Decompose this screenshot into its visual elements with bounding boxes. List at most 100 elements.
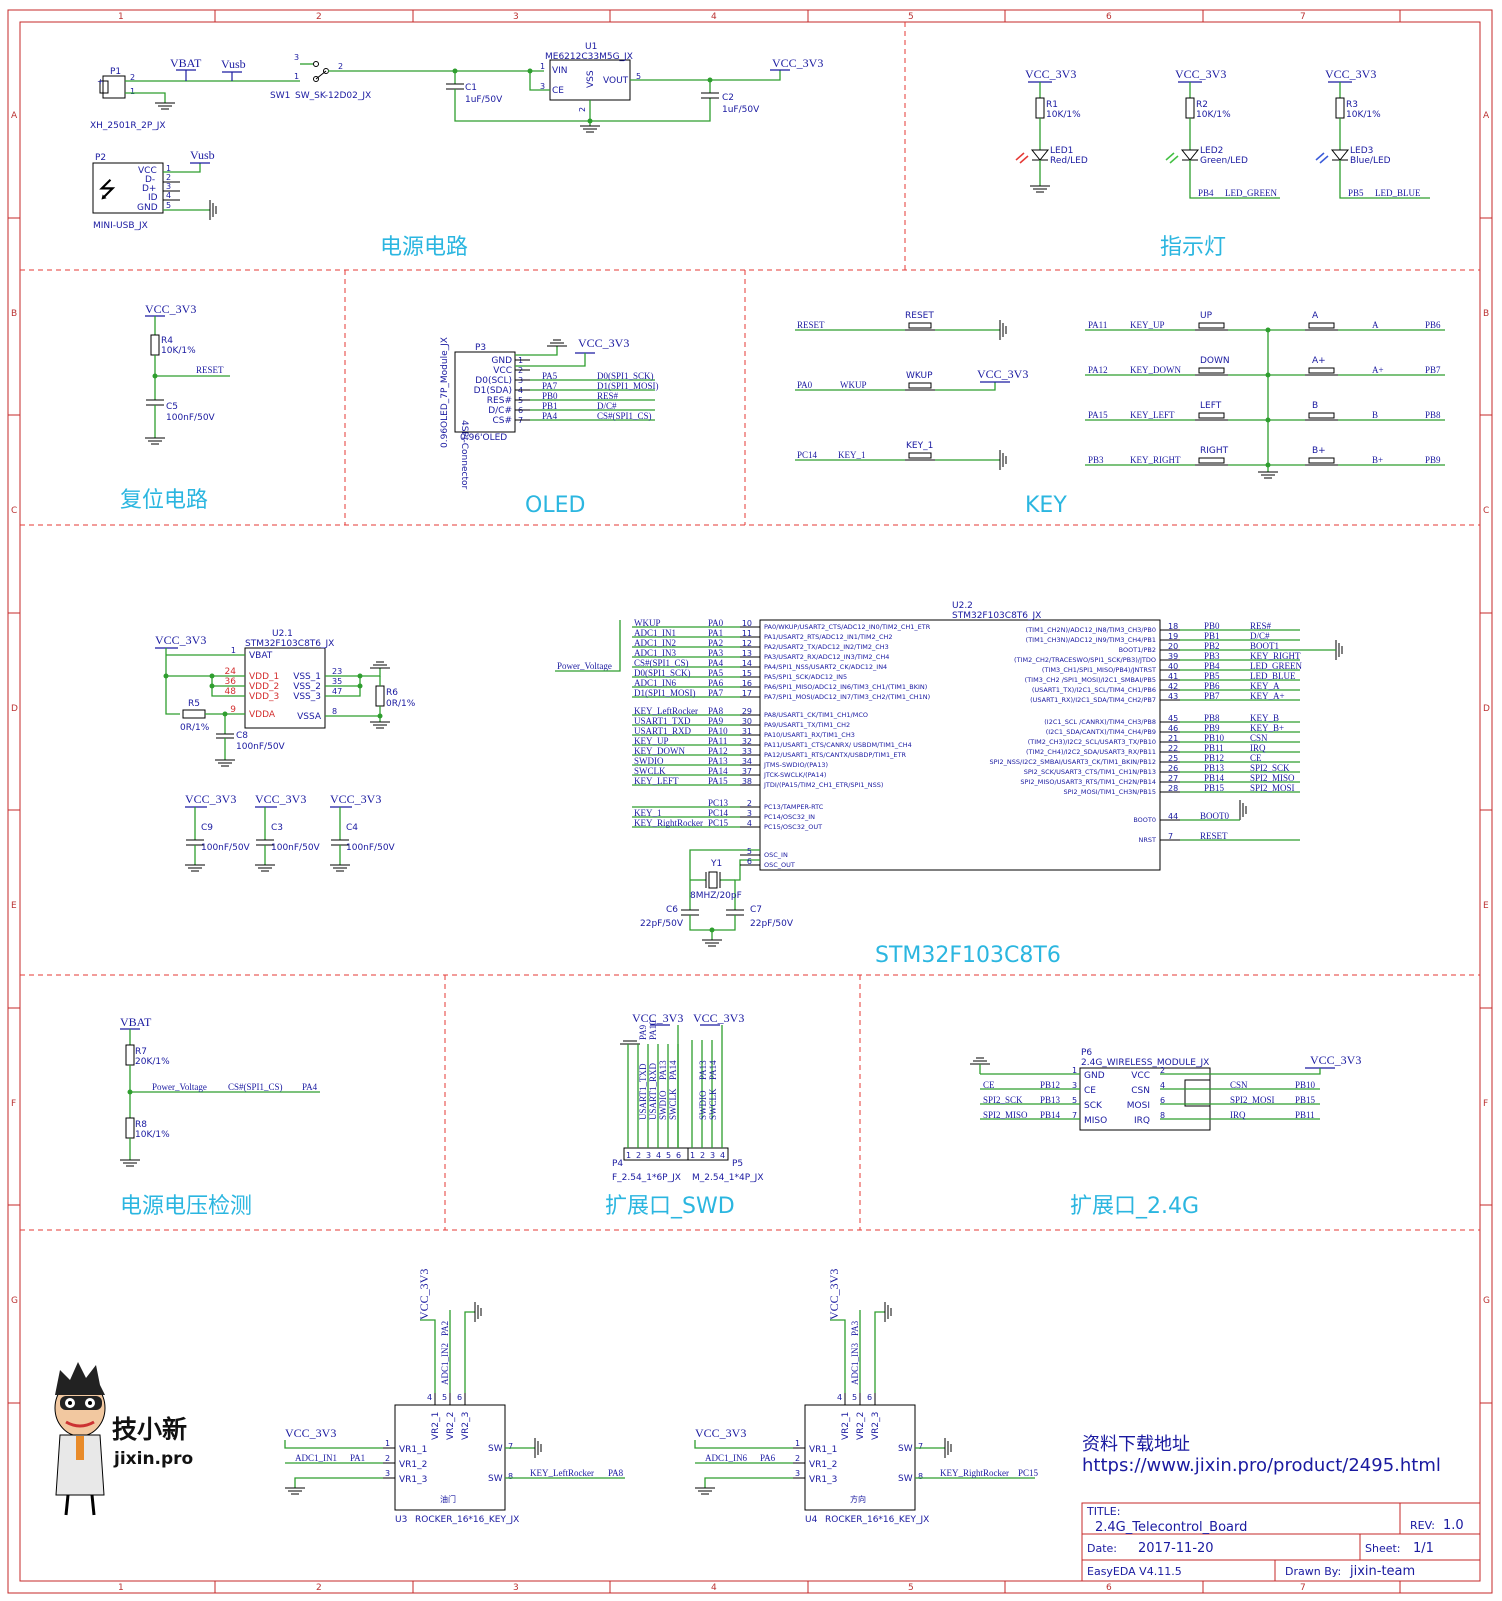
key-dir-pin: PA15 xyxy=(1088,410,1108,420)
led-r-ref: R2 xyxy=(1196,100,1208,110)
mcu-right-pin: PB9 xyxy=(1204,723,1220,733)
ruler-col-label: 5 xyxy=(908,12,914,22)
ruler-cols-bottom: 1 2 3 4 5 6 7 xyxy=(118,1583,1306,1593)
mcu-right-num: 42 xyxy=(1168,682,1178,691)
u21-right-pin: VSS_1 xyxy=(293,672,321,682)
section-dividers xyxy=(20,22,1480,1231)
u21-right-num: 23 xyxy=(332,667,342,676)
led-r-ref: R1 xyxy=(1046,100,1058,110)
wl-left-pin: MISO xyxy=(1084,1116,1107,1126)
wl-left-pin: CE xyxy=(1084,1086,1096,1096)
mcu-left-pin: PA13 xyxy=(708,756,728,766)
svg-text:5: 5 xyxy=(636,72,641,81)
mcu-left-fn: PA8/USART1_CK/TIM1_CH1/MCO xyxy=(764,711,868,719)
u21-chip xyxy=(244,647,326,729)
mcu-right-net: IRQ xyxy=(1250,743,1266,753)
mcu-left-pin: PA14 xyxy=(708,766,728,776)
u22-chip xyxy=(759,619,1161,871)
wl-right-pin: MOSI xyxy=(1127,1101,1150,1111)
dec-val: 100nF/50V xyxy=(201,843,251,853)
logo: 技小新 jixin.pro xyxy=(54,1362,193,1516)
mcu-right-fn: (USART1_RX)/I2C1_SDA/TIM4_CH2/PB7 xyxy=(1030,696,1156,704)
led-vcc-label: VCC_3V3 xyxy=(1025,67,1076,81)
swd-header: VCC_3V3 VCC_3V3 P4 F_2.54_1*6P_JX P5 M_2… xyxy=(612,1011,764,1183)
download-url[interactable]: https://www.jixin.pro/product/2495.html xyxy=(1082,1455,1441,1476)
mcu-right-net: SPI2_SCK xyxy=(1250,763,1290,773)
power-circuit: + P1 XH_2501R_2P_JX 21 VBAT Vusb 312 SW1… xyxy=(90,42,823,231)
tb-drawn-label: Drawn By: xyxy=(1285,1565,1341,1578)
mcu-right-num: 19 xyxy=(1168,632,1178,641)
led-r-ref: R3 xyxy=(1346,100,1358,110)
u21-left-num: 9 xyxy=(230,705,236,715)
usb-pin-num: 3 xyxy=(166,182,171,191)
mcu-left-fn: OSC_OUT xyxy=(764,861,795,869)
rocker-top-num: 6 xyxy=(457,1393,462,1402)
c2-ref: C2 xyxy=(722,93,734,103)
mcu-left-net: KEY_1 xyxy=(634,808,662,818)
mcu-left-pin: PA6 xyxy=(708,678,724,688)
wl-left-net: SPI2_SCK xyxy=(983,1095,1023,1105)
u21-left-pin: VDDA xyxy=(249,710,276,720)
mcu-right-pin: PB6 xyxy=(1204,681,1220,691)
tb-sheet: 1/1 xyxy=(1413,1541,1434,1556)
u21-left-num: 1 xyxy=(231,646,236,655)
u21-ref: U2.1 xyxy=(272,629,293,639)
mcu-left-fn: PA6/SPI1_MISO/ADC12_IN6/TIM3_CH1/(TIM1_B… xyxy=(764,683,927,691)
tb-tool: EasyEDA V4.11.5 xyxy=(1087,1565,1182,1578)
key-switch xyxy=(1198,412,1225,419)
wl-right-pin: CSN xyxy=(1131,1086,1150,1096)
mcu-left-pin: PA5 xyxy=(708,668,724,678)
mcu-right-pin: PB11 xyxy=(1204,743,1224,753)
mcu-right-pin: PB2 xyxy=(1204,641,1220,651)
ruler-row-label: B xyxy=(1483,309,1489,319)
p5-ref: P5 xyxy=(732,1159,743,1169)
u21-right-num: 47 xyxy=(332,687,342,696)
sw1-part: SW_SK-12D02_JX xyxy=(295,91,371,101)
mcu-left-num: 10 xyxy=(742,619,752,628)
svg-text:2: 2 xyxy=(130,73,135,82)
sheet-frame xyxy=(7,9,1493,1594)
mcu-left-pin: PA15 xyxy=(708,776,728,786)
key-wkup-label: WKUP xyxy=(906,371,933,381)
mcu-right-fn: SPI2_MOSI/TIM1_CH3N/PB15 xyxy=(1064,788,1156,796)
p3-ref: P3 xyxy=(475,343,486,353)
mcu-left-pin: PA7 xyxy=(708,688,724,698)
rocker-top-num: 4 xyxy=(837,1393,842,1402)
vdet-vbat-label: VBAT xyxy=(120,1015,152,1029)
key-btn-pin: PB8 xyxy=(1425,410,1441,420)
ruler-row-label: A xyxy=(1483,111,1490,121)
led-r-val: 10K/1% xyxy=(1046,110,1081,120)
svg-text:1: 1 xyxy=(540,62,545,71)
rocker-ref: U3 xyxy=(395,1515,407,1525)
mcu-left-pin: PA12 xyxy=(708,746,728,756)
title-block: TITLE: 2.4G_Telecontrol_Board REV: 1.0 D… xyxy=(1081,1502,1481,1582)
p4-net-label: USART1_RXD xyxy=(648,1063,658,1120)
rocker-pin-num: 2 xyxy=(385,1454,390,1463)
r6-val: 0R/1% xyxy=(386,699,416,709)
mcu-right-pin: PB5 xyxy=(1204,671,1220,681)
oled-pin-label: RES# xyxy=(487,396,512,406)
p2-connector xyxy=(92,162,164,214)
mcu-left-net: D1(SPI1_MOSI) xyxy=(634,688,696,698)
r5-val: 0R/1% xyxy=(180,723,210,733)
key-1-label: KEY_1 xyxy=(906,441,933,451)
mcu-left-pin: PA11 xyxy=(708,736,727,746)
vbat-label: VBAT xyxy=(170,56,202,70)
mcu-left-fn: PA7/SPI1_MOSI/ADC12_IN7/TIM3_CH2/(TIM1_C… xyxy=(764,693,930,701)
u21-left-pin: VDD_2 xyxy=(249,682,279,692)
mcu-right-num: 39 xyxy=(1168,652,1178,661)
rocker-pin-num: 3 xyxy=(795,1469,800,1478)
r8-ref: R8 xyxy=(135,1120,147,1130)
wl-right-pin: IRQ xyxy=(1134,1116,1150,1126)
resistor xyxy=(1335,97,1345,119)
y1-val: 8MHZ/20pF xyxy=(690,891,742,901)
mcu-right-fn: SPI2_MISO/USART3_RTS/TIM1_CH2N/PB14 xyxy=(1020,778,1156,786)
key-switch xyxy=(908,382,932,389)
mcu-left-pin: PA0 xyxy=(708,618,724,628)
led-net: LED_BLUE xyxy=(1375,188,1421,198)
rocker-part: ROCKER_16*16_KEY_JX xyxy=(825,1515,929,1525)
mcu-left-pin: PC14 xyxy=(708,808,729,818)
ruler-row-label: F xyxy=(1483,1099,1488,1109)
oled-pin-label: D1(SDA) xyxy=(474,386,512,396)
p5-net-label: SWCLK xyxy=(708,1088,718,1120)
